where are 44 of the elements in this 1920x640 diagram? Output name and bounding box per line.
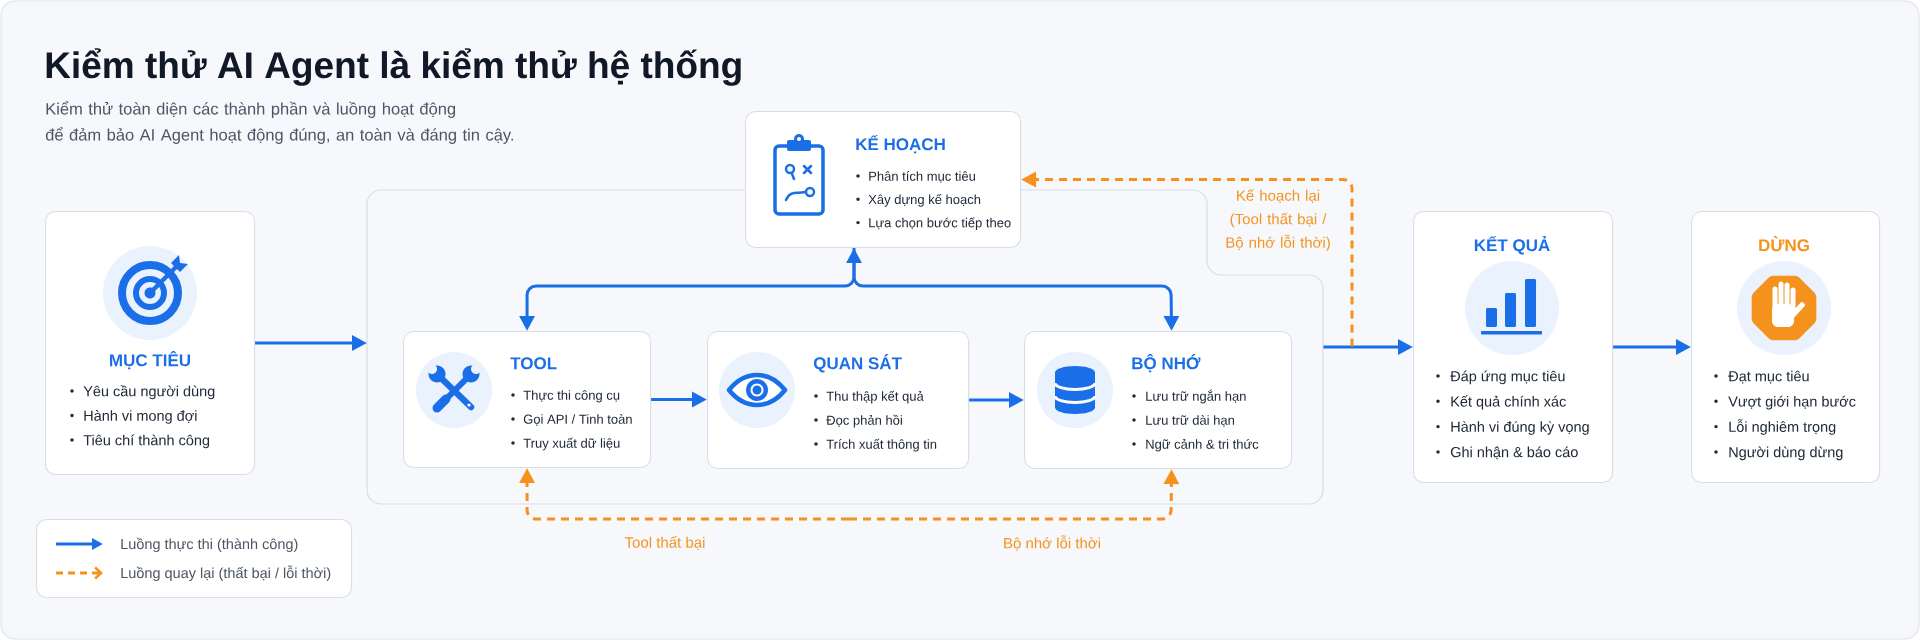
card <box>1691 211 1881 484</box>
subtitle: Kiểm thử toàn diện các thành phần và luồng hoạt động để đảm bảo AI Agent hoạt động đúng, an toàn và đáng tin cậy. <box>45 101 513 144</box>
list-item: Đọc phản hồi <box>826 414 902 428</box>
list-item: Trích xuất thông tin <box>826 438 937 452</box>
list-item: Thực thi công cụ <box>523 390 620 403</box>
list-item: Phân tích mục tiêu <box>869 171 975 183</box>
edge-label: Kế hoạch lại (Tool thất bại / Bộ nhớ lỗi thời) <box>1218 187 1338 253</box>
card-title: BỘ NHỚ <box>1132 353 1201 373</box>
list-item: Yêu cầu người dùng <box>83 385 215 400</box>
list-item: Tiêu chí thành công <box>83 434 210 449</box>
list-item: Lựa chọn bước tiếp theo <box>869 217 1011 230</box>
list-item: Ghi nhận & báo cáo <box>1450 446 1578 460</box>
list-item: Người dùng dừng <box>1729 446 1843 461</box>
edge-label: Tool thất bại <box>622 534 708 552</box>
list-item: Đạt mục tiêu <box>1728 370 1809 384</box>
legend-label: Luồng quay lại (thất bại / lỗi thời) <box>121 565 331 581</box>
edge-label: Bộ nhớ lỗi thời <box>1001 533 1104 553</box>
list-item: Ngữ cảnh & tri thức <box>1146 439 1259 452</box>
card <box>745 111 1022 249</box>
list-item: Gọi API / Tinh toàn <box>523 414 632 426</box>
list-item: Lưu trữ dài hạn <box>1146 415 1234 427</box>
card <box>1024 331 1293 470</box>
card <box>1413 211 1614 484</box>
list-item: Vượt giới hạn bước <box>1728 395 1856 410</box>
card-title: QUAN SÁT <box>813 354 902 373</box>
list-item: Truy xuất dữ liệu <box>523 437 620 451</box>
list-item: Lưu trữ ngắn hạn <box>1146 389 1246 404</box>
card <box>45 211 256 476</box>
list-item: Thu thập kết quả <box>826 390 924 404</box>
card <box>403 331 652 469</box>
list-item: Hành vi mong đợi <box>84 410 197 424</box>
list-item: Đáp ứng mục tiêu <box>1450 370 1565 385</box>
card <box>707 331 970 470</box>
card-title: KẾT QUẢ <box>1474 235 1550 255</box>
list-item: Lỗi nghiêm trọng <box>1729 419 1836 435</box>
title: Kiểm thử AI Agent là kiểm thử hệ thống <box>46 48 741 86</box>
card-title: MỤC TIÊU <box>110 350 191 370</box>
card-title: KẾ HOẠCH <box>856 134 945 154</box>
card-title: DỪNG <box>1759 236 1809 252</box>
legend-label: Luồng thực thi (thành công) <box>121 537 298 552</box>
list-item: Xây dựng kế hoạch <box>868 194 981 207</box>
list-item: Kết quả chính xác <box>1451 395 1566 410</box>
list-item: Hành vi đúng kỳ vọng <box>1451 421 1589 435</box>
card-title: TOOL <box>510 357 557 370</box>
